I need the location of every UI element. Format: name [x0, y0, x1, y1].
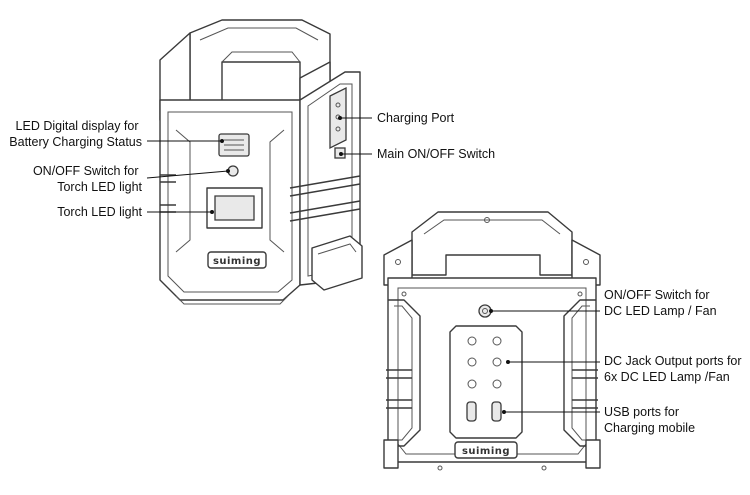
front-brand-logo: suiming: [462, 446, 510, 457]
dc-ports-label: DC Jack Output ports for 6x DC LED Lamp …: [604, 354, 745, 384]
device-front-view: suiming: [383, 211, 601, 471]
dc-switch-label: ON/OFF Switch for DC LED Lamp / Fan: [604, 288, 717, 318]
brand-badge: [207, 251, 267, 269]
main-switch-label: Main ON/OFF Switch: [377, 147, 495, 161]
brand-logo: suiming: [213, 256, 261, 267]
front-brand-badge: [454, 441, 518, 459]
torch-switch-label: ON/OFF Switch for Torch LED light: [33, 164, 143, 194]
usb-ports-label: USB ports for Charging mobile: [604, 405, 695, 435]
charging-port-label: Charging Port: [377, 111, 455, 125]
usb-ports: [466, 401, 502, 422]
dc-jack-ports: [467, 336, 502, 389]
front-carry-handle: [411, 211, 573, 276]
right-leader-lines: [489, 309, 600, 414]
led-display-label: LED Digital display for Battery Charging…: [9, 119, 142, 149]
torch-light-label: Torch LED light: [57, 205, 142, 219]
port-panel: [449, 325, 523, 439]
device-perspective-view: suiming: [159, 19, 363, 305]
left-leader-lines: [146, 116, 372, 214]
